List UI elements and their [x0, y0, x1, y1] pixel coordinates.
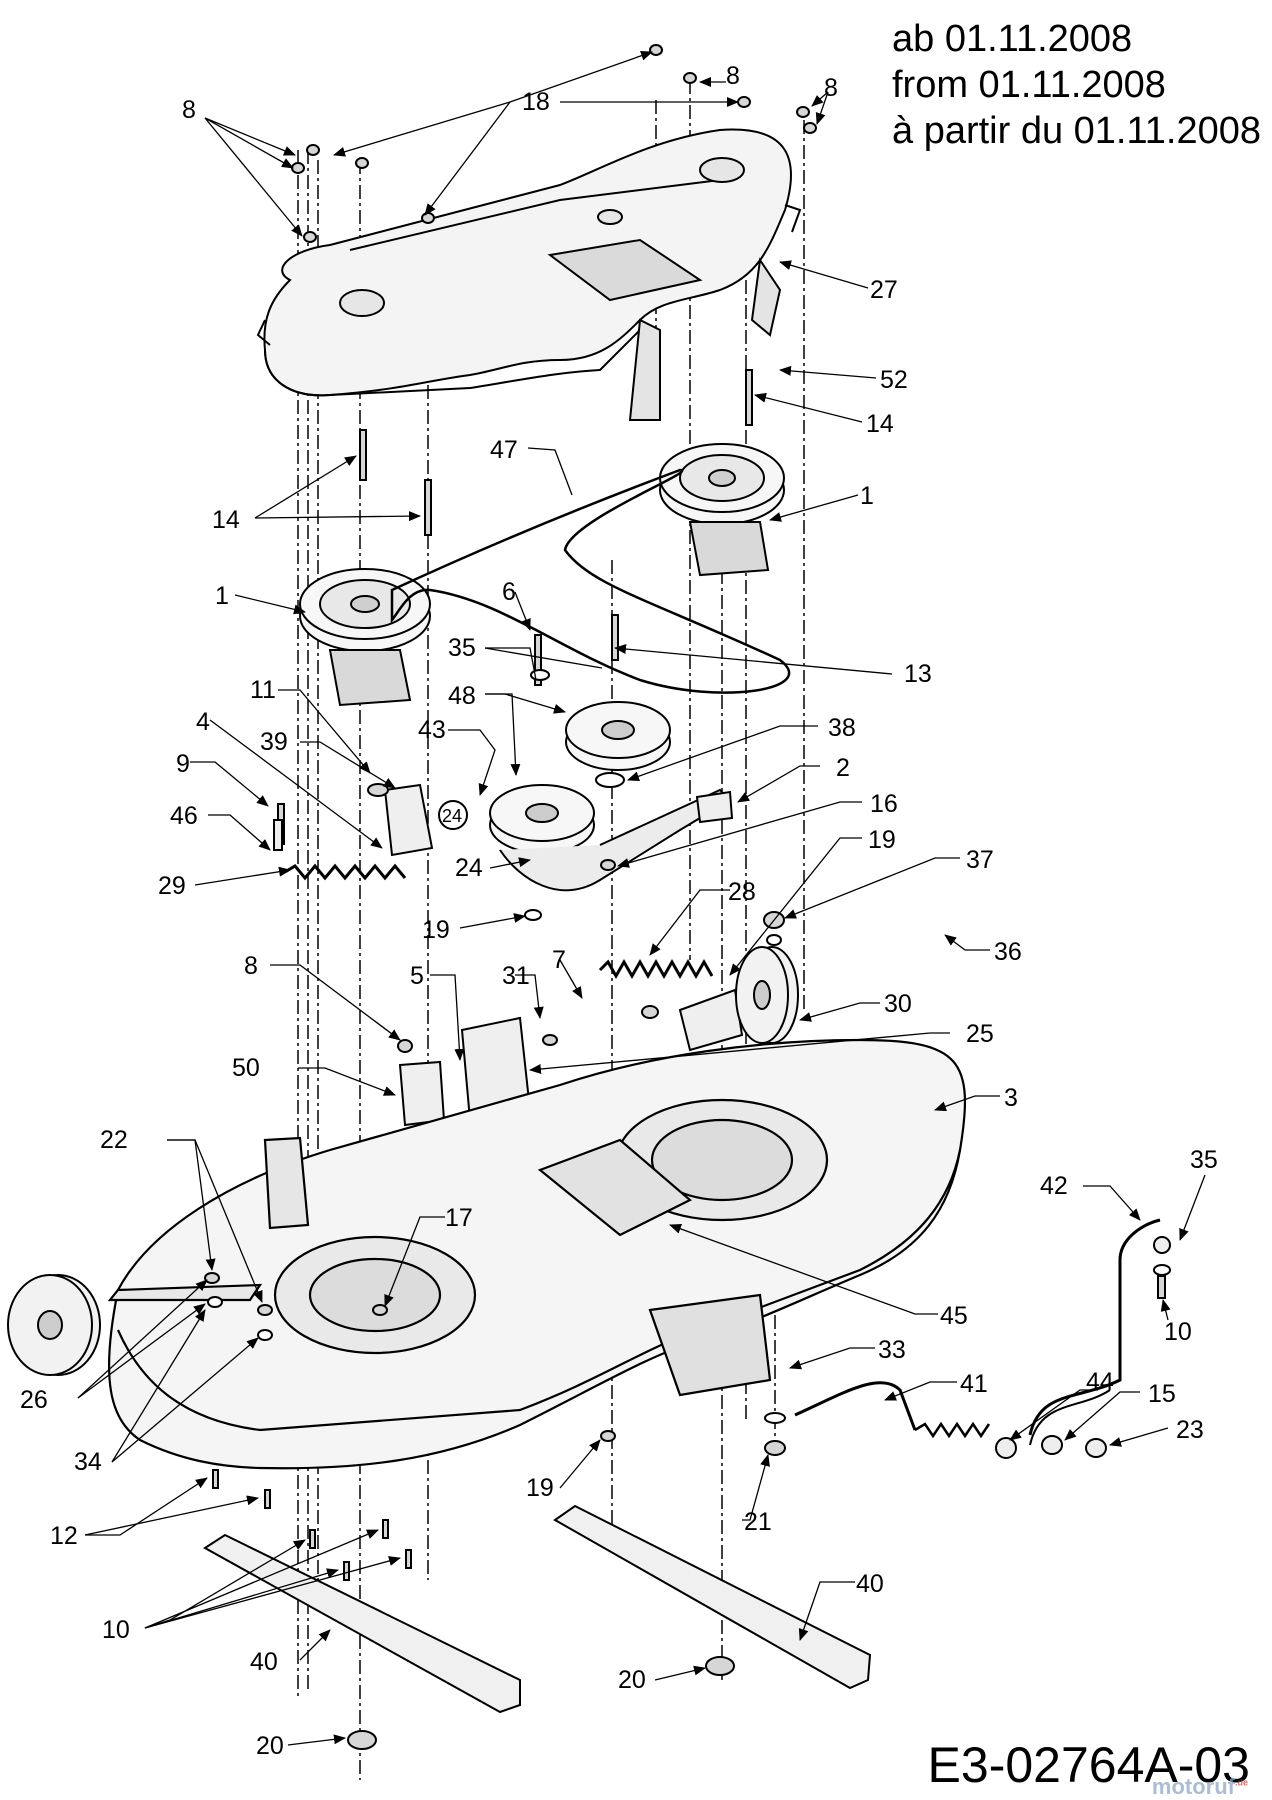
spindle-assembly-left	[299, 568, 431, 707]
callout-24-circled: 24	[442, 806, 462, 826]
belt-cover	[256, 128, 802, 421]
callout-36: 36	[994, 938, 1022, 966]
drawing-number: E3-02764A-03	[927, 1737, 1250, 1793]
callout-8-top-right: 8	[824, 74, 838, 102]
callout-39: 39	[260, 728, 288, 756]
lift-rod-upper-edge	[1029, 1389, 1111, 1446]
callout-4: 4	[196, 708, 210, 736]
callout-23: 23	[1176, 1416, 1204, 1444]
callout-8-top-center: 8	[726, 62, 740, 90]
callout-18: 18	[522, 88, 550, 116]
callout-30: 30	[884, 990, 912, 1018]
callout-50: 50	[232, 1054, 260, 1082]
callout-26: 26	[20, 1386, 48, 1414]
callout-1-left: 1	[215, 582, 229, 610]
callout-19-bottom: 19	[526, 1474, 554, 1502]
callout-47: 47	[490, 436, 518, 464]
callout-52: 52	[880, 366, 908, 394]
callout-8-mid: 8	[244, 952, 258, 980]
callout-6: 6	[502, 578, 516, 606]
callout-21: 21	[744, 1508, 772, 1536]
watermark-text: motoruf	[1151, 1774, 1235, 1799]
mower-deck	[107, 1038, 967, 1470]
callout-labels: 18 8 8 8 27 52 14 14 47 1 1 6 35 13 48 1…	[20, 62, 1218, 1760]
tension-spring-right	[598, 958, 714, 980]
callout-41: 41	[960, 1370, 988, 1398]
callout-14-right: 14	[866, 410, 894, 438]
callout-44: 44	[1086, 1368, 1114, 1396]
spindle-assembly-right	[659, 443, 785, 577]
leader-lines	[77, 50, 1206, 1746]
watermark: motoruf.de	[1152, 1774, 1248, 1800]
callout-43: 43	[418, 716, 446, 744]
effective-date-de: ab 01.11.2008	[892, 18, 1133, 60]
tension-spring-left	[284, 863, 407, 881]
callout-14-left: 14	[212, 506, 240, 534]
callout-45: 45	[940, 1302, 968, 1330]
callout-46: 46	[170, 802, 198, 830]
drive-belt	[390, 468, 791, 694]
callout-19-right: 19	[868, 826, 896, 854]
callout-40-left: 40	[250, 1648, 278, 1676]
effective-date-en: from 01.11.2008	[892, 64, 1166, 106]
callout-19-center: 19	[422, 916, 450, 944]
gauge-wheel-left	[7, 1274, 101, 1376]
lift-rod-spring	[914, 1421, 991, 1439]
callout-12: 12	[50, 1522, 78, 1550]
watermark-suffix: .de	[1234, 1777, 1248, 1788]
lift-rod-upper	[1028, 1218, 1161, 1436]
callout-8-top-left: 8	[182, 96, 196, 124]
callout-34: 34	[74, 1448, 102, 1476]
hardware	[204, 44, 1171, 1750]
callout-10-bottom: 10	[102, 1616, 130, 1644]
callout-3: 3	[1004, 1084, 1018, 1112]
callout-17: 17	[445, 1204, 473, 1232]
callout-35-center: 35	[448, 634, 476, 662]
callout-5: 5	[410, 962, 424, 990]
callout-22: 22	[100, 1126, 128, 1154]
effective-date-fr: à partir du 01.11.2008	[892, 110, 1262, 152]
callout-20-right: 20	[618, 1666, 646, 1694]
callout-15: 15	[1148, 1380, 1176, 1408]
callout-27: 27	[870, 276, 898, 304]
lift-rod-hardware	[995, 1236, 1171, 1459]
callout-37: 37	[966, 846, 994, 874]
callout-29: 29	[158, 872, 186, 900]
callout-7: 7	[552, 946, 566, 974]
callout-28: 28	[728, 878, 756, 906]
lift-rod-lower	[794, 1381, 917, 1431]
gauge-wheel-right	[735, 946, 799, 1044]
callout-42: 42	[1040, 1172, 1068, 1200]
callout-11: 11	[250, 676, 276, 704]
callout-24: 24	[455, 854, 483, 882]
callout-2: 2	[836, 754, 850, 782]
blades	[203, 1504, 872, 1714]
callout-10-right: 10	[1164, 1318, 1192, 1346]
brackets	[383, 783, 744, 1127]
callout-9: 9	[176, 750, 190, 778]
callout-1-right: 1	[860, 482, 874, 510]
callout-35-right: 35	[1190, 1146, 1218, 1174]
callout-33: 33	[878, 1336, 906, 1364]
callout-25: 25	[966, 1020, 994, 1048]
idler-pulleys	[489, 701, 732, 892]
callout-48: 48	[448, 682, 476, 710]
callout-40-right: 40	[856, 1570, 884, 1598]
callout-20-left: 20	[256, 1732, 284, 1760]
callout-16: 16	[870, 790, 898, 818]
callout-38: 38	[828, 714, 856, 742]
callout-13: 13	[904, 660, 932, 688]
callout-31: 31	[502, 962, 530, 990]
